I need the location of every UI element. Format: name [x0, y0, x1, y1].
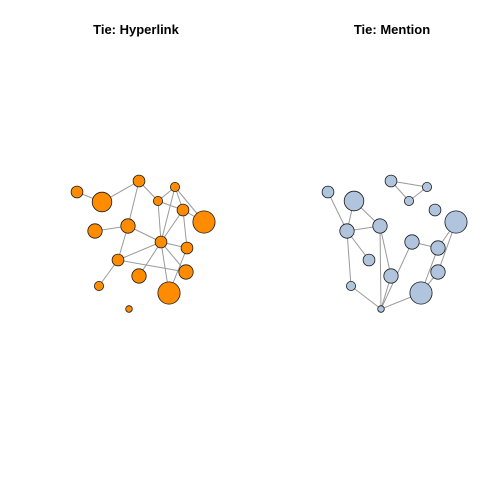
network-edge [117, 259, 187, 273]
network-edge [157, 200, 162, 243]
network-node [94, 280, 105, 291]
network-edge [182, 209, 188, 249]
network-edge [346, 230, 352, 287]
network-node [154, 235, 168, 249]
network-node [430, 240, 446, 256]
network-node [111, 253, 125, 267]
network-node [444, 210, 468, 234]
network-node [343, 190, 365, 212]
network-node [157, 281, 181, 305]
network-node [70, 185, 84, 199]
network-node [383, 268, 399, 284]
network-node [120, 218, 136, 234]
network-node [339, 223, 355, 239]
mention-network [321, 174, 468, 313]
network-node [404, 234, 420, 250]
network-node [180, 241, 194, 255]
network-node [421, 181, 432, 192]
network-node [178, 264, 194, 280]
network-node [125, 305, 133, 313]
network-node [321, 185, 335, 199]
network-node [152, 195, 163, 206]
network-node [403, 195, 414, 206]
network-node [131, 268, 147, 284]
network-edge [127, 180, 140, 227]
panel-title-mention: Tie: Mention [353, 22, 431, 37]
network-edge [117, 241, 162, 261]
network-edge [160, 186, 176, 243]
network-edge [379, 225, 382, 310]
network-node [384, 174, 398, 188]
network-node [409, 281, 433, 305]
network-node [87, 223, 103, 239]
panel-title-hyperlink: Tie: Hyperlink [93, 22, 179, 37]
network-node [91, 191, 113, 213]
hyperlink-network [70, 174, 216, 313]
network-node [192, 210, 216, 234]
network-node [372, 218, 388, 234]
network-edge [379, 225, 392, 277]
network-node [169, 181, 180, 192]
network-node [428, 203, 442, 217]
network-node [176, 203, 190, 217]
network-node [377, 305, 385, 313]
network-node [345, 280, 356, 291]
network-node [132, 174, 146, 188]
network-edge [160, 209, 184, 243]
network-node [430, 264, 446, 280]
network-edge [350, 285, 382, 310]
network-node [362, 253, 376, 267]
